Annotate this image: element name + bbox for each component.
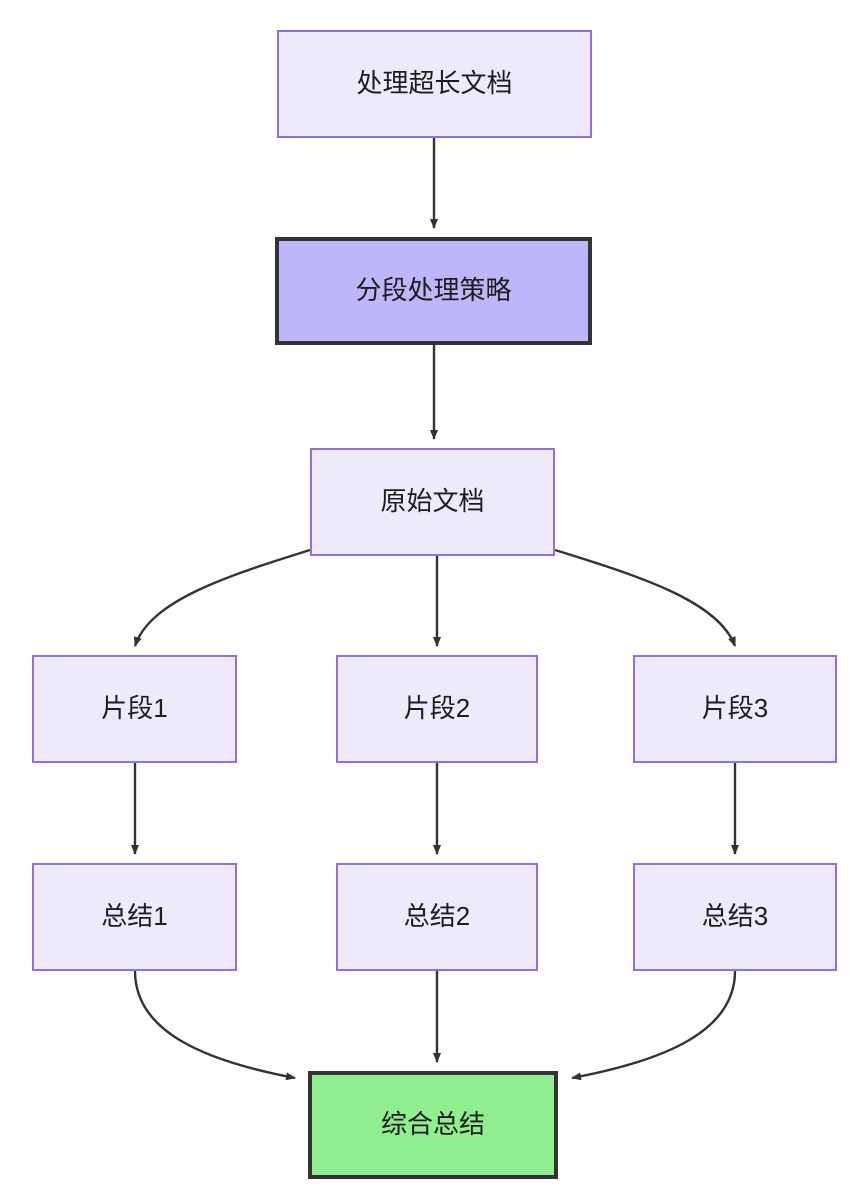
node-label: 分段处理策略 xyxy=(355,275,512,306)
node-label: 片段1 xyxy=(101,693,168,724)
node-label: 总结1 xyxy=(101,901,168,932)
edge-n3-f1 xyxy=(133,548,311,647)
node-process-long-document[interactable]: 处理超长文档 xyxy=(277,30,592,138)
node-label: 原始文档 xyxy=(380,486,485,517)
node-label: 片段3 xyxy=(701,693,769,724)
node-label: 总结2 xyxy=(403,901,471,932)
edge-n3-f3 xyxy=(554,548,737,647)
edge-s1-out xyxy=(133,970,296,1081)
edge-s3-out xyxy=(571,970,737,1081)
node-fragment-1[interactable]: 片段1 xyxy=(32,655,237,763)
node-original-document[interactable]: 原始文档 xyxy=(310,448,555,556)
node-comprehensive-summary[interactable]: 综合总结 xyxy=(308,1071,558,1179)
node-label: 总结3 xyxy=(701,901,769,932)
node-summary-3[interactable]: 总结3 xyxy=(633,863,837,971)
node-chunking-strategy[interactable]: 分段处理策略 xyxy=(275,237,592,345)
node-fragment-2[interactable]: 片段2 xyxy=(336,655,538,763)
node-fragment-3[interactable]: 片段3 xyxy=(633,655,837,763)
node-summary-1[interactable]: 总结1 xyxy=(32,863,237,971)
node-label: 片段2 xyxy=(403,693,471,724)
node-label: 处理超长文档 xyxy=(356,68,513,99)
node-summary-2[interactable]: 总结2 xyxy=(336,863,538,971)
node-label: 综合总结 xyxy=(380,1109,485,1140)
